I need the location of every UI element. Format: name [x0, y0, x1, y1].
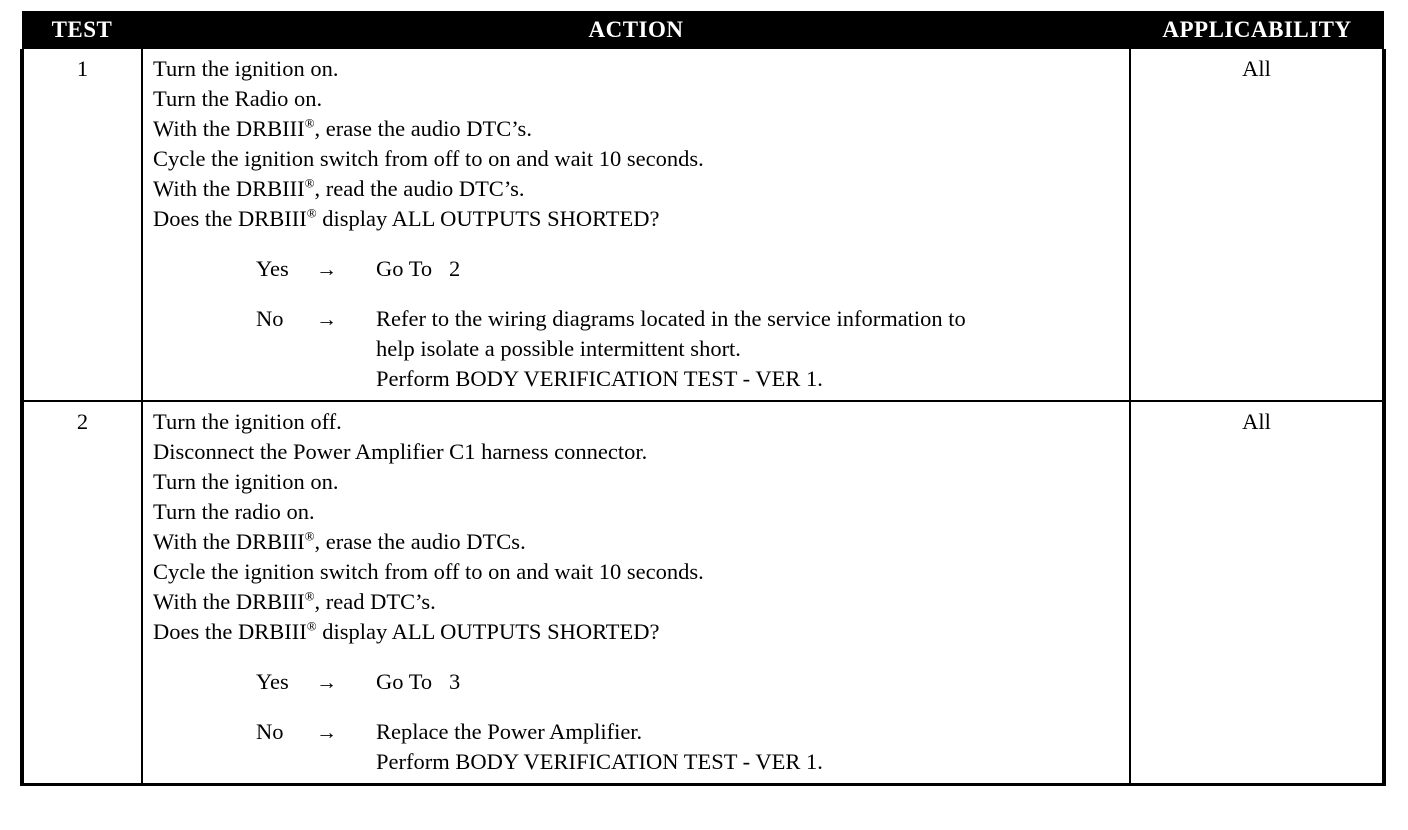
- applicability-cell: All: [1130, 401, 1386, 786]
- branch-result: Go To 3: [376, 667, 1129, 697]
- arrow-right-icon: →: [316, 257, 337, 281]
- arrow-right-icon: →: [316, 720, 337, 744]
- branch-result-line: Perform BODY VERIFICATION TEST - VER 1.: [376, 749, 823, 774]
- action-cell: Turn the ignition off. Disconnect the Po…: [142, 401, 1131, 786]
- branch-result-line: help isolate a possible intermittent sho…: [376, 336, 741, 361]
- branch-result: Refer to the wiring diagrams located in …: [376, 304, 1129, 394]
- column-header-applicability: APPLICABILITY: [1130, 11, 1384, 49]
- action-step: Turn the radio on.: [153, 499, 315, 524]
- diagnostic-test-table: TEST ACTION APPLICABILITY 1 Turn the ign…: [20, 11, 1386, 786]
- arrow-right-icon: →: [316, 670, 337, 694]
- branch-result-line: Replace the Power Amplifier.: [376, 719, 643, 744]
- table-row: 1 Turn the ignition on. Turn the Radio o…: [20, 49, 1386, 402]
- branch-result-line: Go To 2: [376, 256, 461, 281]
- test-number-cell: 2: [20, 401, 143, 786]
- applicability-value: All: [1242, 409, 1271, 434]
- test-number: 2: [76, 409, 89, 434]
- action-step: Turn the ignition on.: [153, 56, 339, 81]
- column-header-action: ACTION: [142, 11, 1130, 49]
- applicability-value: All: [1242, 56, 1271, 81]
- branch-result-line: Refer to the wiring diagrams located in …: [376, 306, 966, 331]
- branch-label: No: [256, 719, 284, 744]
- branch-label: Yes: [256, 669, 289, 694]
- branch-label: No: [256, 306, 284, 331]
- action-cell: Turn the ignition on. Turn the Radio on.…: [142, 49, 1131, 402]
- branch-result: Replace the Power Amplifier. Perform BOD…: [376, 717, 1129, 777]
- registered-trademark-icon: ®: [306, 618, 317, 634]
- action-step: With the DRBIII®, erase the audio DTC’s.: [153, 115, 532, 141]
- registered-trademark-icon: ®: [304, 175, 315, 191]
- branch-list: Yes → Go To 3 No → Replace the Power Amp…: [153, 667, 1129, 777]
- branch-yes: Yes → Go To 3: [153, 667, 1129, 697]
- table-header: TEST ACTION APPLICABILITY: [22, 11, 1384, 49]
- table-body: 1 Turn the ignition on. Turn the Radio o…: [20, 49, 1386, 786]
- action-step: With the DRBIII®, erase the audio DTCs.: [153, 528, 526, 554]
- action-step: Cycle the ignition switch from off to on…: [153, 559, 704, 584]
- action-step: Turn the ignition on.: [153, 469, 339, 494]
- branch-result: Go To 2: [376, 254, 1129, 284]
- action-step: With the DRBIII®, read DTC’s.: [153, 588, 436, 614]
- branch-result-line: Perform BODY VERIFICATION TEST - VER 1.: [376, 366, 823, 391]
- action-step: Does the DRBIII® display ALL OUTPUTS SHO…: [153, 205, 660, 231]
- column-header-test: TEST: [22, 11, 142, 49]
- branch-list: Yes → Go To 2 No → Refer to the wiring d…: [153, 254, 1129, 394]
- arrow-right-icon: →: [316, 307, 337, 331]
- registered-trademark-icon: ®: [304, 588, 315, 604]
- registered-trademark-icon: ®: [304, 528, 315, 544]
- action-step: Turn the Radio on.: [153, 86, 323, 111]
- action-step: Disconnect the Power Amplifier C1 harnes…: [153, 439, 648, 464]
- applicability-cell: All: [1130, 49, 1386, 402]
- test-number-cell: 1: [20, 49, 143, 402]
- registered-trademark-icon: ®: [306, 205, 317, 221]
- branch-result-line: Go To 3: [376, 669, 461, 694]
- branch-no: No → Refer to the wiring diagrams locate…: [153, 304, 1129, 394]
- header-row: TEST ACTION APPLICABILITY: [22, 11, 1384, 49]
- action-step: Cycle the ignition switch from off to on…: [153, 146, 704, 171]
- table-row: 2 Turn the ignition off. Disconnect the …: [20, 401, 1386, 786]
- action-step: Does the DRBIII® display ALL OUTPUTS SHO…: [153, 618, 660, 644]
- action-step: With the DRBIII®, read the audio DTC’s.: [153, 175, 525, 201]
- branch-no: No → Replace the Power Amplifier. Perfor…: [153, 717, 1129, 777]
- action-step: Turn the ignition off.: [153, 409, 342, 434]
- test-number: 1: [76, 56, 89, 81]
- registered-trademark-icon: ®: [304, 115, 315, 131]
- branch-yes: Yes → Go To 2: [153, 254, 1129, 284]
- branch-label: Yes: [256, 256, 289, 281]
